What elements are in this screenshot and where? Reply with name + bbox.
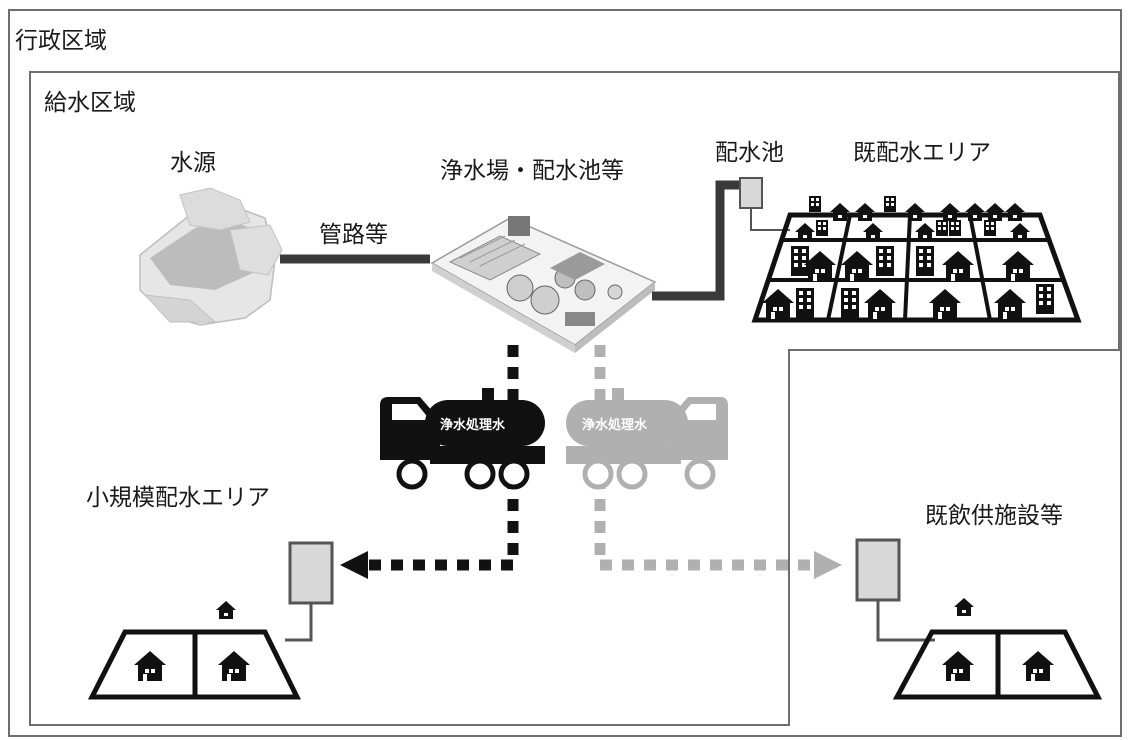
reservoir-pipe — [652, 180, 742, 301]
facility-icon — [855, 538, 1103, 700]
pipeline-label: 管路等 — [319, 222, 388, 248]
black-truck-icon — [380, 388, 545, 490]
gray-truck-label: 浄水処理水 — [582, 418, 648, 433]
small-area-icon — [87, 541, 334, 700]
black-route-arrow — [340, 551, 368, 579]
supply-area-label: 給水区域 — [44, 90, 136, 116]
small-area-label: 小規模配水エリア — [86, 485, 270, 511]
black-truck-label: 浄水処理水 — [440, 418, 506, 433]
water-source-icon — [139, 187, 283, 326]
existing-area-grid — [751, 196, 1082, 323]
existing-area-label: 既配水エリア — [853, 140, 991, 166]
facility-label: 既飲供施設等 — [925, 503, 1063, 529]
admin-area-label: 行政区域 — [15, 28, 107, 54]
supply-area-border — [29, 71, 1120, 726]
admin-area-border — [8, 9, 1122, 737]
treatment-plant-label: 浄水場・配水池等 — [440, 158, 624, 184]
reservoir-label: 配水池 — [715, 140, 784, 166]
gray-truck-icon — [566, 388, 728, 490]
reservoir-tank-icon — [739, 177, 763, 209]
water-source-label: 水源 — [170, 150, 216, 176]
treatment-plant-icon — [430, 216, 657, 353]
gray-route-arrow — [814, 551, 842, 579]
